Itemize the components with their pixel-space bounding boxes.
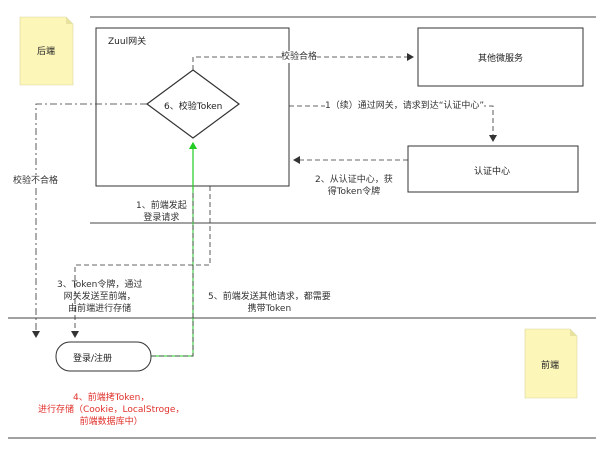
other-services-box xyxy=(417,27,584,87)
step1-label: 1、前端发起 登录请求 xyxy=(136,200,187,224)
step4-line3: 前端数据库中） xyxy=(79,417,143,427)
login-register-label: 登录/注册 xyxy=(73,354,113,364)
step4-line2: 进行存储（Cookie，LocalStroge， xyxy=(38,405,185,415)
step4-line1: 4、前端拷Token， xyxy=(73,393,150,403)
step2-line1: 2、从认证中心，获 xyxy=(315,175,393,185)
step3-line2: 网关发送至前端， xyxy=(63,292,136,302)
zuul-gateway-title: Zuul网关 xyxy=(108,37,147,47)
auth-center-box xyxy=(407,145,579,193)
step1-line2: 登录请求 xyxy=(143,213,180,223)
step1b-label: 1（续）通过网关，请求到达“认证中心” xyxy=(325,100,485,112)
step5-label: 5、前端发送其他请求，都需要 携带Token xyxy=(208,291,331,315)
step3-label: 3、Token令牌，通过 网关发送至前端， 由前端进行存储 xyxy=(57,279,142,315)
backend-note-text: 后端 xyxy=(37,47,56,57)
token-return-arrow xyxy=(71,186,211,338)
validate-token-diamond xyxy=(145,69,241,139)
step5-line2: 携带Token xyxy=(247,304,292,314)
step2-label: 2、从认证中心，获 得Token令牌 xyxy=(315,174,393,198)
fail-label: 校验不合格 xyxy=(13,175,59,187)
pass-arrow xyxy=(192,53,414,70)
frontend-note-text: 前端 xyxy=(541,361,560,371)
step2-line2: 得Token令牌 xyxy=(327,187,381,197)
login-request-arrow-dash xyxy=(151,190,194,357)
step5-line1: 5、前端发送其他请求，都需要 xyxy=(208,292,331,302)
step1-line1: 1、前端发起 xyxy=(136,201,187,211)
step3-line3: 由前端进行存储 xyxy=(68,304,132,314)
pass-label: 校验合格 xyxy=(281,51,318,63)
validate-token-label: 6、校验Token xyxy=(164,102,223,112)
fail-arrow xyxy=(32,103,147,338)
step4-label: 4、前端拷Token， 进行存储（Cookie，LocalStroge， 前端数… xyxy=(38,392,184,428)
backend-note xyxy=(19,16,74,86)
auth-center-label: 认证中心 xyxy=(474,167,511,177)
frontend-note xyxy=(524,328,578,399)
step3-line1: 3、Token令牌，通过 xyxy=(57,280,143,290)
other-services-label: 其他微服务 xyxy=(478,54,524,64)
